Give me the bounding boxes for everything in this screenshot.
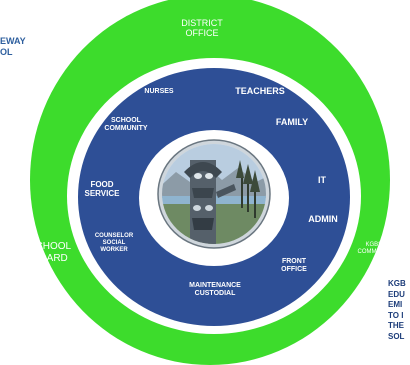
school-emblem-icon — [157, 139, 271, 249]
student-label: STUDENT — [185, 250, 243, 264]
it-label: IT — [318, 175, 326, 185]
school-board-label: SCHOOL BOARD — [28, 241, 72, 264]
food-service-label: FOOD SERVICE — [84, 180, 120, 199]
teachers-label: TEACHERS — [235, 86, 285, 96]
front-office-label: FRONT OFFICE — [281, 258, 307, 274]
school-community-label: SCHOOL COMMUNITY — [104, 117, 148, 133]
nurses-label: NURSES — [144, 88, 174, 95]
family-label: FAMILY — [275, 117, 309, 127]
community-label: KGBSD COMMUNITY — [357, 242, 395, 255]
corner-text-fragment: KGB EDU EMI TO I THE SOL — [388, 279, 406, 341]
counselor-social-worker-label: COUNSELOR SOCIAL WORKER — [94, 233, 134, 253]
admin-label: ADMIN — [308, 214, 338, 224]
maintenance-custodial-label: MAINTENANCE CUSTODIAL — [189, 282, 241, 298]
district-office-label: DISTRICT OFFICE — [181, 18, 223, 39]
corner-title-fragment: EWAY OL — [0, 36, 26, 57]
